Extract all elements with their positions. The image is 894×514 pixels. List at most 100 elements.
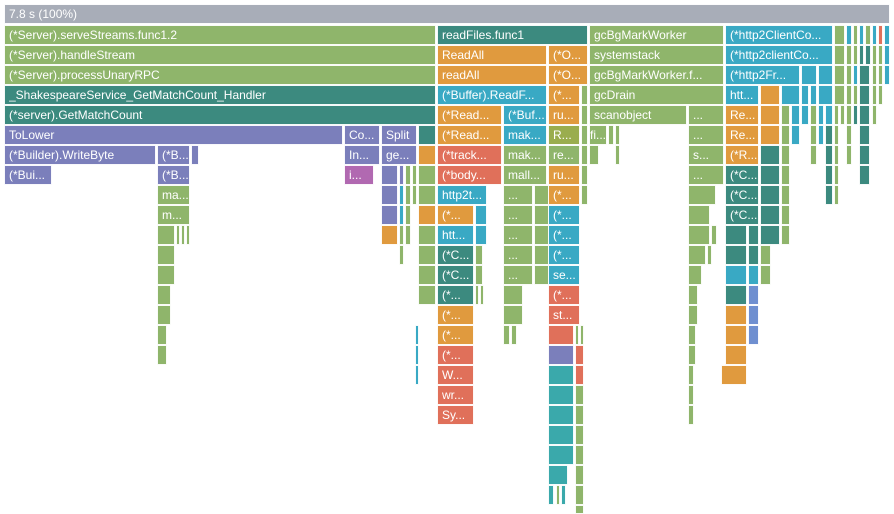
flame-frame[interactable] <box>688 185 716 205</box>
flame-frame[interactable] <box>405 225 411 245</box>
flame-frame[interactable] <box>859 25 864 45</box>
flame-frame[interactable]: (*Read... <box>437 125 502 145</box>
flame-frame[interactable] <box>381 205 398 225</box>
flame-frame[interactable] <box>818 125 824 145</box>
flame-frame[interactable]: (*... <box>548 185 580 205</box>
flame-frame[interactable] <box>748 325 759 345</box>
flame-frame[interactable]: (*... <box>437 305 474 325</box>
flame-frame[interactable]: htt... <box>437 225 474 245</box>
flame-frame[interactable]: Split <box>381 125 417 145</box>
flame-frame[interactable] <box>834 65 845 85</box>
flame-frame[interactable] <box>575 425 584 445</box>
flame-frame[interactable]: (*http2clientCo... <box>725 45 833 65</box>
flame-frame[interactable] <box>725 285 747 305</box>
flame-frame[interactable]: re... <box>548 145 580 165</box>
flame-frame[interactable] <box>810 105 817 125</box>
flame-frame[interactable]: ... <box>503 205 533 225</box>
flame-frame[interactable] <box>818 105 824 125</box>
flame-frame[interactable] <box>405 205 411 225</box>
flame-frame[interactable] <box>760 245 771 265</box>
flame-frame[interactable]: (*... <box>437 345 474 365</box>
flame-frame[interactable] <box>503 325 510 345</box>
flame-frame[interactable]: (*Server).handleStream <box>4 45 436 65</box>
flame-frame[interactable] <box>781 185 790 205</box>
flame-frame[interactable] <box>859 45 864 65</box>
flame-frame[interactable] <box>846 85 852 105</box>
flame-frame[interactable] <box>781 225 790 245</box>
flame-frame[interactable]: Co... <box>344 125 380 145</box>
flame-frame[interactable] <box>711 225 717 245</box>
flame-frame[interactable] <box>853 85 858 105</box>
flame-frame[interactable] <box>760 85 780 105</box>
flame-frame[interactable]: (*body... <box>437 165 502 185</box>
flame-frame[interactable] <box>801 65 817 85</box>
flame-frame[interactable] <box>834 145 839 165</box>
flame-frame[interactable]: wr... <box>437 385 474 405</box>
flame-frame[interactable] <box>834 45 845 65</box>
flame-frame[interactable]: mall... <box>503 165 547 185</box>
flame-frame[interactable] <box>418 165 436 185</box>
flame-frame[interactable] <box>418 205 436 225</box>
flame-frame[interactable] <box>475 265 483 285</box>
flame-frame[interactable] <box>707 245 712 265</box>
flame-frame[interactable] <box>872 25 877 45</box>
flame-frame[interactable] <box>791 125 800 145</box>
flame-frame[interactable] <box>688 325 696 345</box>
flame-frame[interactable] <box>575 405 584 425</box>
flame-frame[interactable]: Sy... <box>437 405 474 425</box>
flame-frame[interactable] <box>834 105 839 125</box>
flame-frame[interactable]: In... <box>344 145 380 165</box>
flame-frame[interactable] <box>884 25 890 45</box>
flame-frame[interactable] <box>884 65 890 85</box>
flame-frame[interactable] <box>503 285 523 305</box>
flame-frame[interactable] <box>825 145 833 165</box>
flame-frame[interactable] <box>688 285 698 305</box>
flame-frame[interactable] <box>548 405 574 425</box>
flame-frame[interactable]: (*C... <box>725 165 759 185</box>
flame-frame[interactable] <box>418 125 436 145</box>
flame-frame[interactable] <box>818 85 833 105</box>
flame-frame[interactable]: (*B... <box>157 165 190 185</box>
flame-frame[interactable] <box>834 125 839 145</box>
flame-frame[interactable]: ... <box>503 185 533 205</box>
flame-frame[interactable] <box>181 225 185 245</box>
flame-frame[interactable] <box>580 325 584 345</box>
flame-frame[interactable] <box>878 45 883 65</box>
flame-frame[interactable] <box>575 325 579 345</box>
flame-frame[interactable] <box>865 25 871 45</box>
flame-frame[interactable] <box>688 265 702 285</box>
flame-frame[interactable] <box>748 225 759 245</box>
flame-frame[interactable] <box>157 225 175 245</box>
flame-frame[interactable] <box>853 65 858 85</box>
flame-frame[interactable] <box>834 185 839 205</box>
flame-frame[interactable] <box>865 45 871 65</box>
flame-frame[interactable]: (*C... <box>725 205 759 225</box>
flame-frame[interactable] <box>412 165 417 185</box>
flame-frame[interactable] <box>157 265 175 285</box>
flame-frame[interactable] <box>725 265 747 285</box>
flame-frame[interactable] <box>872 105 877 125</box>
flame-frame[interactable] <box>575 505 584 514</box>
flame-frame[interactable] <box>825 165 833 185</box>
flame-frame[interactable]: (*O... <box>548 45 588 65</box>
flame-frame[interactable]: (*... <box>437 325 474 345</box>
flame-frame[interactable] <box>878 85 883 105</box>
flame-frame[interactable] <box>418 225 436 245</box>
flame-frame[interactable] <box>725 245 747 265</box>
flame-frame[interactable] <box>781 165 790 185</box>
flame-frame[interactable] <box>399 165 404 185</box>
flame-frame[interactable] <box>810 125 817 145</box>
flame-frame[interactable] <box>418 145 436 165</box>
flame-frame[interactable] <box>846 125 852 145</box>
flame-frame[interactable]: (*Server).processUnaryRPC <box>4 65 436 85</box>
flame-frame[interactable] <box>475 245 483 265</box>
flame-frame[interactable] <box>186 225 190 245</box>
flame-frame[interactable]: systemstack <box>589 45 724 65</box>
flame-frame[interactable] <box>608 125 614 145</box>
flame-frame[interactable] <box>834 25 845 45</box>
flame-frame[interactable]: (*... <box>548 225 580 245</box>
flame-frame[interactable] <box>415 365 419 385</box>
flame-frame[interactable] <box>548 465 568 485</box>
flame-frame[interactable]: readAll <box>437 65 547 85</box>
